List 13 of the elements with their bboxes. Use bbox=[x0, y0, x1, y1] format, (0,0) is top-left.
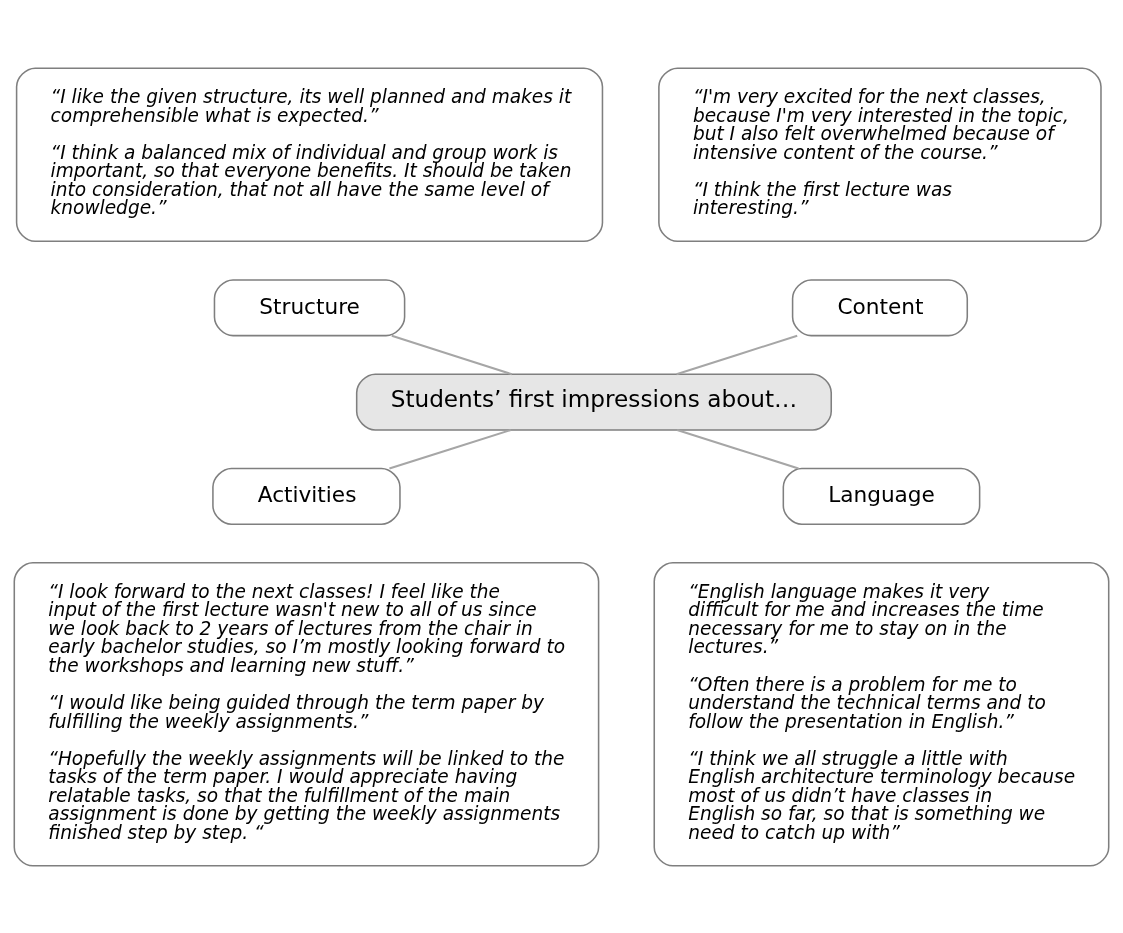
connector bbox=[676, 428, 799, 469]
node-box: Activities bbox=[212, 467, 401, 525]
node-box: “I'm very excited for the next classes, because I'm very interested in the topic, but I also felt overwhelmed because of intensive content of the course.” “I think the first lecture was interesting.” bbox=[658, 66, 1102, 242]
node-box: Structure bbox=[213, 278, 406, 336]
node-box: Content bbox=[791, 278, 969, 336]
node-box: “I look forward to the next classes! I feel like the input of the first lecture wasn't new to all of us since we look back to 2 years of lectures from the chair in early bachelor studies, so I’m mostly looking forward to the workshops and learning new stuff.” “I would like being guided through the term paper by fulfilling the weekly assignments.” “Hopefully the weekly assignments will be linked to the tasks of the term paper. I would appreciate having relatable tasks, so that the fulfillment of the main assignment is done by getting the weekly assignments finished step by step. “ bbox=[13, 561, 600, 867]
node-box: “English language makes it very difficult for me and increases the time necessary for me to stay on in the lectures.” “Often there is a problem for me to understand the technical terms and to follow the presentation in English.” “I think we all struggle a little with English architecture terminology because most of us didn’t have classes in English so far, so that is something we need to catch up with” bbox=[653, 561, 1110, 867]
node-box: Students’ first impressions about… bbox=[355, 372, 832, 431]
connector bbox=[391, 334, 513, 375]
connector bbox=[676, 334, 798, 375]
node-box: “I like the given structure, its well planned and makes it comprehensible what is expected.” “I think a balanced mix of individual and group work is important, so that everyone benefits. It should be taken into consideration, that not all have the same level of knowledge.” bbox=[15, 66, 604, 242]
node-box: Language bbox=[782, 467, 981, 525]
connector bbox=[389, 428, 512, 469]
